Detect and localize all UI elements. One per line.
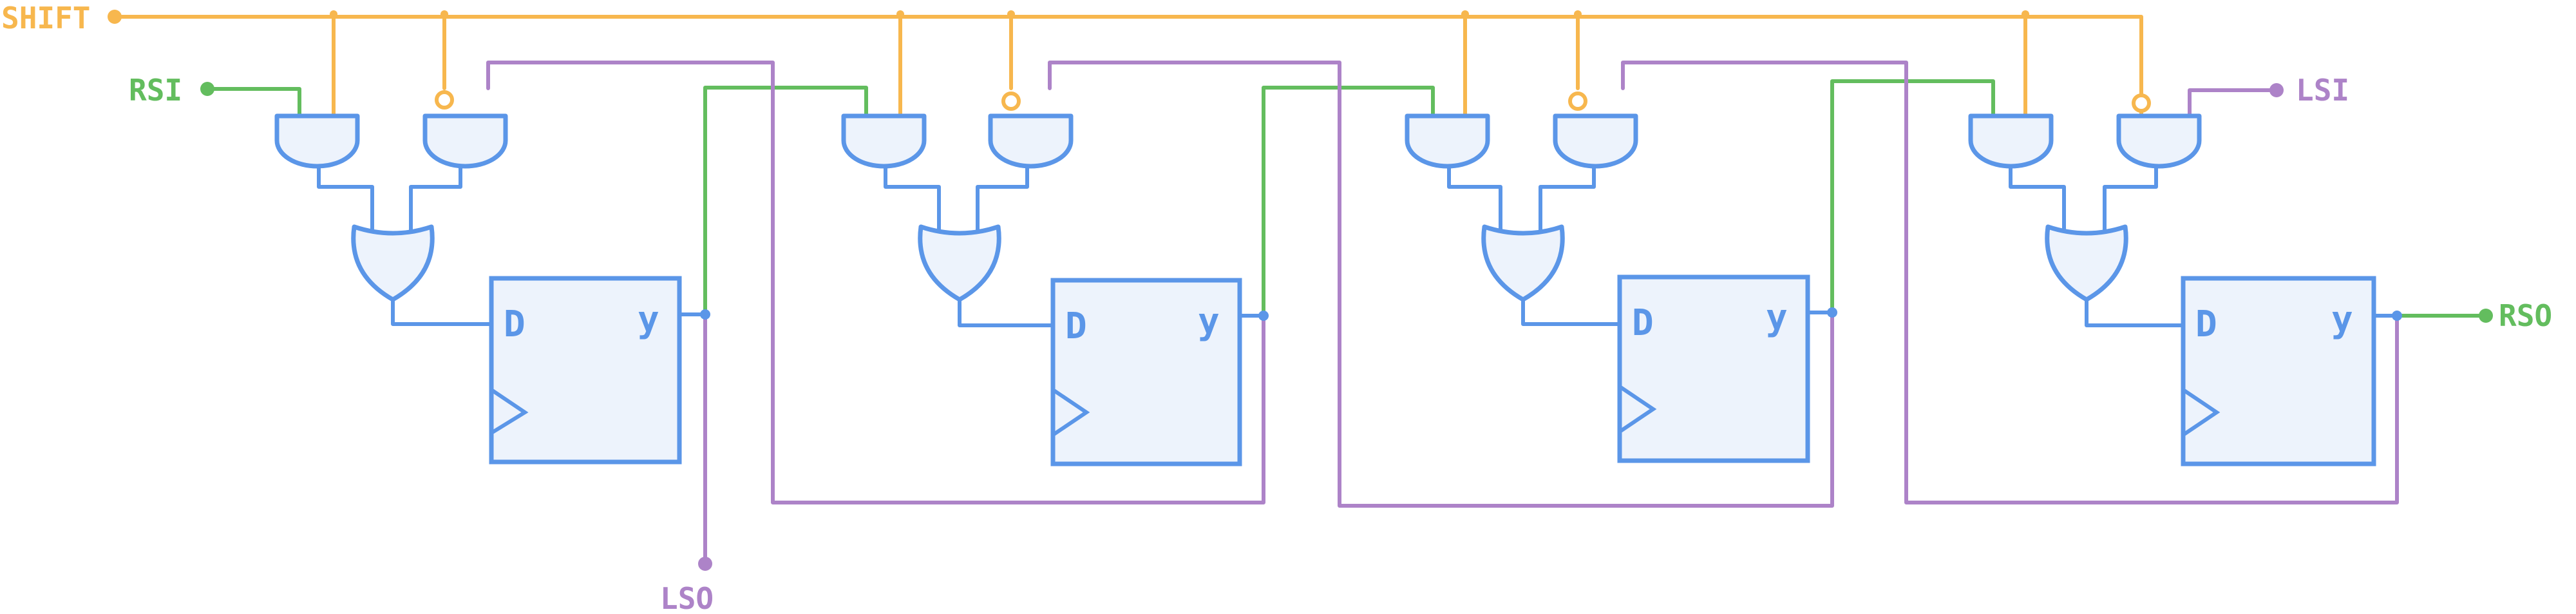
right-shift-wiring (205, 79, 2488, 318)
stage-3-q-pin: y (1766, 297, 1788, 339)
shift-label: SHIFT (1, 1, 90, 35)
stage-1-q-pin: y (638, 299, 659, 341)
stage-3-and-gate-a (1405, 113, 1490, 169)
stage-4-and-gate-a (1968, 113, 2054, 169)
shift-input-terminal (108, 10, 122, 24)
rso-label: RSO (2499, 298, 2552, 333)
stage-1-and-gate-a (274, 113, 360, 169)
stage-2: D y (841, 91, 1269, 466)
stage-2-and-gate-b (988, 113, 1074, 169)
stage-3-output-node (1827, 307, 1837, 318)
stage-1-and-gate-b (422, 113, 508, 169)
stage-3-and-gate-b (1553, 113, 1638, 169)
stage-4: D y (1968, 93, 2402, 466)
rsi-label: RSI (129, 73, 182, 108)
stage-2-flip-flop (1050, 278, 1242, 466)
stage-3-clock-triangle (1618, 385, 1657, 434)
stage-2-or-gate (918, 224, 1001, 302)
stage-1-clock-triangle (490, 388, 529, 435)
stage-2-clock-triangle (1052, 388, 1090, 437)
stage-3-inverter-bubble (1568, 91, 1587, 111)
stage-3-d-pin: D (1632, 302, 1654, 344)
stage-4-d-pin: D (2195, 303, 2217, 345)
stage-2-and-gate-a (841, 113, 927, 169)
stage-1-output-node (700, 309, 710, 320)
stage-4-flip-flop (2181, 276, 2376, 466)
stage-2-d-pin: D (1065, 305, 1087, 347)
lso-label: LSO (660, 581, 714, 614)
stage-2-inverter-bubble (1001, 91, 1021, 111)
stage-4-inverter-bubble (2132, 93, 2151, 113)
shift-wiring (113, 12, 2143, 118)
rso-terminal (2479, 309, 2493, 323)
shift-bus-junctions (330, 10, 2029, 18)
stage-4-clock-triangle (2182, 388, 2221, 437)
stage-1-flip-flop (489, 276, 682, 465)
stage-2-output-node (1258, 311, 1269, 321)
stage-1-or-gate (351, 224, 435, 302)
lsi-label: LSI (2296, 73, 2349, 108)
stage-4-q-pin: y (2331, 299, 2353, 341)
left-shift-wiring (486, 61, 2399, 566)
lso-terminal (698, 557, 712, 571)
stage-4-output-node (2392, 311, 2402, 321)
stage-1-inverter-bubble (435, 90, 454, 110)
stage-3-or-gate (1481, 224, 1565, 302)
stage-4-or-gate (2045, 224, 2128, 302)
stage-3-flip-flop (1617, 274, 1810, 463)
stage-1: D y (274, 90, 710, 465)
stage-3: D y (1405, 91, 1837, 463)
rsi-terminal (200, 82, 214, 96)
stage-2-q-pin: y (1198, 301, 1220, 343)
stage-4-and-gate-b (2116, 113, 2202, 169)
lsi-terminal (2269, 83, 2284, 97)
stage-1-d-pin: D (504, 303, 526, 345)
